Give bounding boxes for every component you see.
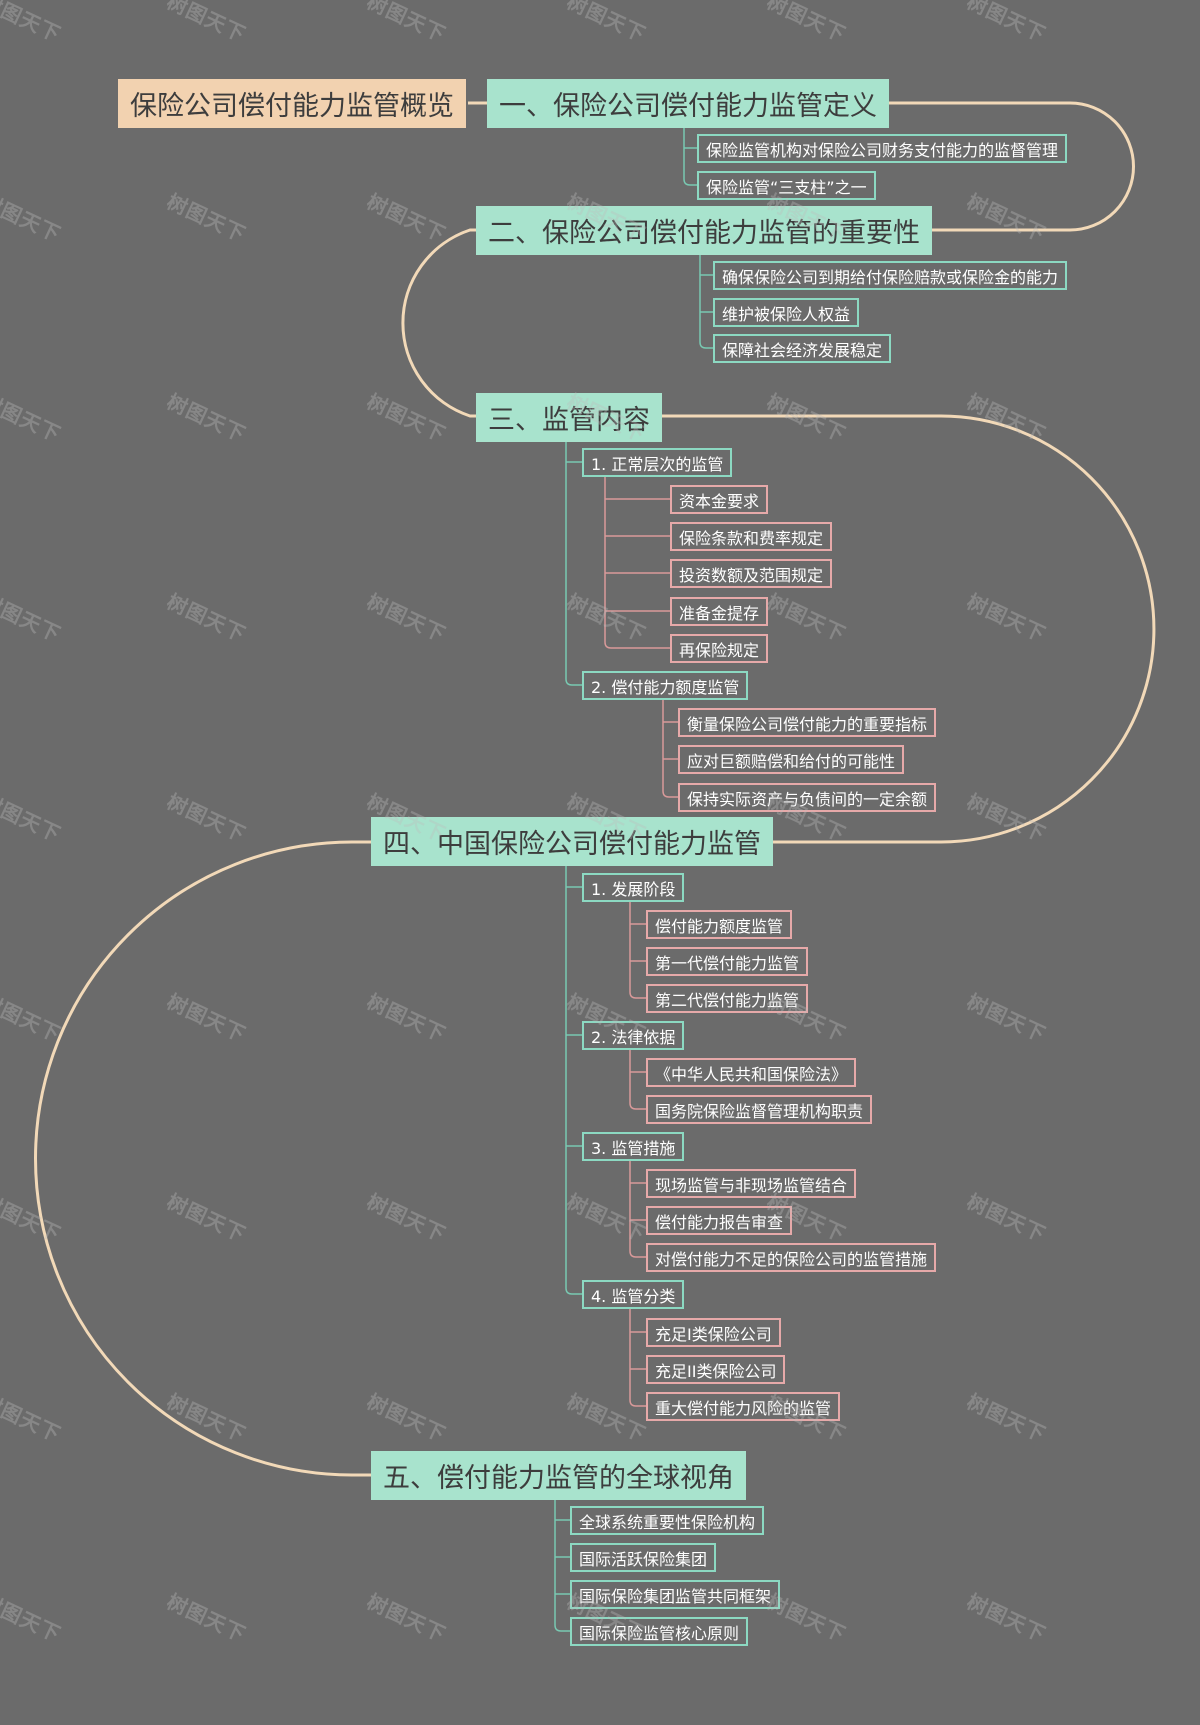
curve-section-3-4 [656, 414, 1156, 844]
section-4-group-1-item[interactable]: 第一代偿付能力监管 [646, 947, 809, 976]
section-4-group-2-item[interactable]: 国务院保险监督管理机构职责 [646, 1095, 873, 1124]
section-3-group-1-item[interactable]: 投资数额及范围规定 [670, 559, 833, 588]
section-3-group-2-branch-line [662, 790, 678, 798]
section-5-branch-line [554, 1624, 570, 1632]
section-3-group-1-branch-line [604, 641, 670, 649]
section-2-title[interactable]: 二、保险公司偿付能力监管的重要性 [476, 206, 932, 255]
section-4-branch-line [565, 1287, 582, 1295]
section-3-group-2-item[interactable]: 应对巨额赔偿和给付的可能性 [678, 745, 905, 774]
section-3-title[interactable]: 三、监管内容 [476, 393, 662, 442]
section-4-group-3-item[interactable]: 现场监管与非现场监管结合 [646, 1169, 857, 1198]
section-1-title[interactable]: 一、保险公司偿付能力监管定义 [487, 79, 889, 128]
curve-section-1-2 [876, 101, 1135, 232]
section-5-item[interactable]: 国际保险集团监管共同框架 [570, 1580, 781, 1609]
section-3-group-1[interactable]: 1. 正常层次的监管 [582, 448, 733, 477]
section-4-group-1[interactable]: 1. 发展阶段 [582, 873, 685, 902]
section-4-group-4-item[interactable]: 充足II类保险公司 [646, 1355, 786, 1384]
section-4-group-4[interactable]: 4. 监管分类 [582, 1280, 685, 1309]
section-3-group-1-item[interactable]: 再保险规定 [670, 634, 769, 663]
section-3-group-1-item[interactable]: 资本金要求 [670, 485, 769, 514]
section-5-title[interactable]: 五、偿付能力监管的全球视角 [371, 1451, 746, 1500]
section-4-group-4-item[interactable]: 重大偿付能力风险的监管 [646, 1392, 841, 1421]
section-1-item[interactable]: 保险监管“三支柱”之一 [697, 171, 876, 200]
section-4-group-1-item[interactable]: 第二代偿付能力监管 [646, 984, 809, 1013]
section-4-group-1-item[interactable]: 偿付能力额度监管 [646, 910, 793, 939]
section-3-group-1-item[interactable]: 保险条款和费率规定 [670, 522, 833, 551]
section-3-group-2[interactable]: 2. 偿付能力额度监管 [582, 671, 749, 700]
section-4-group-3[interactable]: 3. 监管措施 [582, 1132, 685, 1161]
section-4-group-3-item[interactable]: 对偿付能力不足的保险公司的监管措施 [646, 1243, 937, 1272]
section-4-group-3-branch-line [629, 1250, 646, 1258]
section-2-branch-line [699, 341, 713, 349]
section-4-group-4-branch-line [629, 1399, 646, 1407]
section-1-branch-line [683, 178, 697, 186]
section-3-group-2-item[interactable]: 保持实际资产与负债间的一定余额 [678, 783, 937, 812]
section-4-group-3-item[interactable]: 偿付能力报告审查 [646, 1206, 793, 1235]
section-5-item[interactable]: 全球系统重要性保险机构 [570, 1506, 765, 1535]
section-1-item[interactable]: 保险监管机构对保险公司财务支付能力的监督管理 [697, 134, 1068, 163]
section-3-group-2-item[interactable]: 衡量保险公司偿付能力的重要指标 [678, 708, 937, 737]
section-2-item[interactable]: 维护被保险人权益 [713, 298, 860, 327]
section-3-branch-line [565, 678, 582, 686]
section-4-group-4-item[interactable]: 充足I类保险公司 [646, 1318, 781, 1347]
section-4-title[interactable]: 四、中国保险公司偿付能力监管 [371, 817, 773, 866]
root-topic[interactable]: 保险公司偿付能力监管概览 [118, 79, 466, 128]
section-4-group-2-branch-line [629, 1102, 646, 1110]
section-3-group-1-item[interactable]: 准备金提存 [670, 597, 769, 626]
curve-section-4-5 [34, 840, 371, 1477]
section-2-item[interactable]: 保障社会经济发展稳定 [713, 334, 892, 363]
curve-section-2-3 [401, 228, 476, 418]
section-5-item[interactable]: 国际保险监管核心原则 [570, 1617, 749, 1646]
section-5-item[interactable]: 国际活跃保险集团 [570, 1543, 717, 1572]
section-4-group-2-item[interactable]: 《中华人民共和国保险法》 [646, 1058, 857, 1087]
section-4-group-1-branch-line [629, 991, 646, 999]
section-4-group-2[interactable]: 2. 法律依据 [582, 1021, 685, 1050]
section-2-item[interactable]: 确保保险公司到期给付保险赔款或保险金的能力 [713, 261, 1068, 290]
